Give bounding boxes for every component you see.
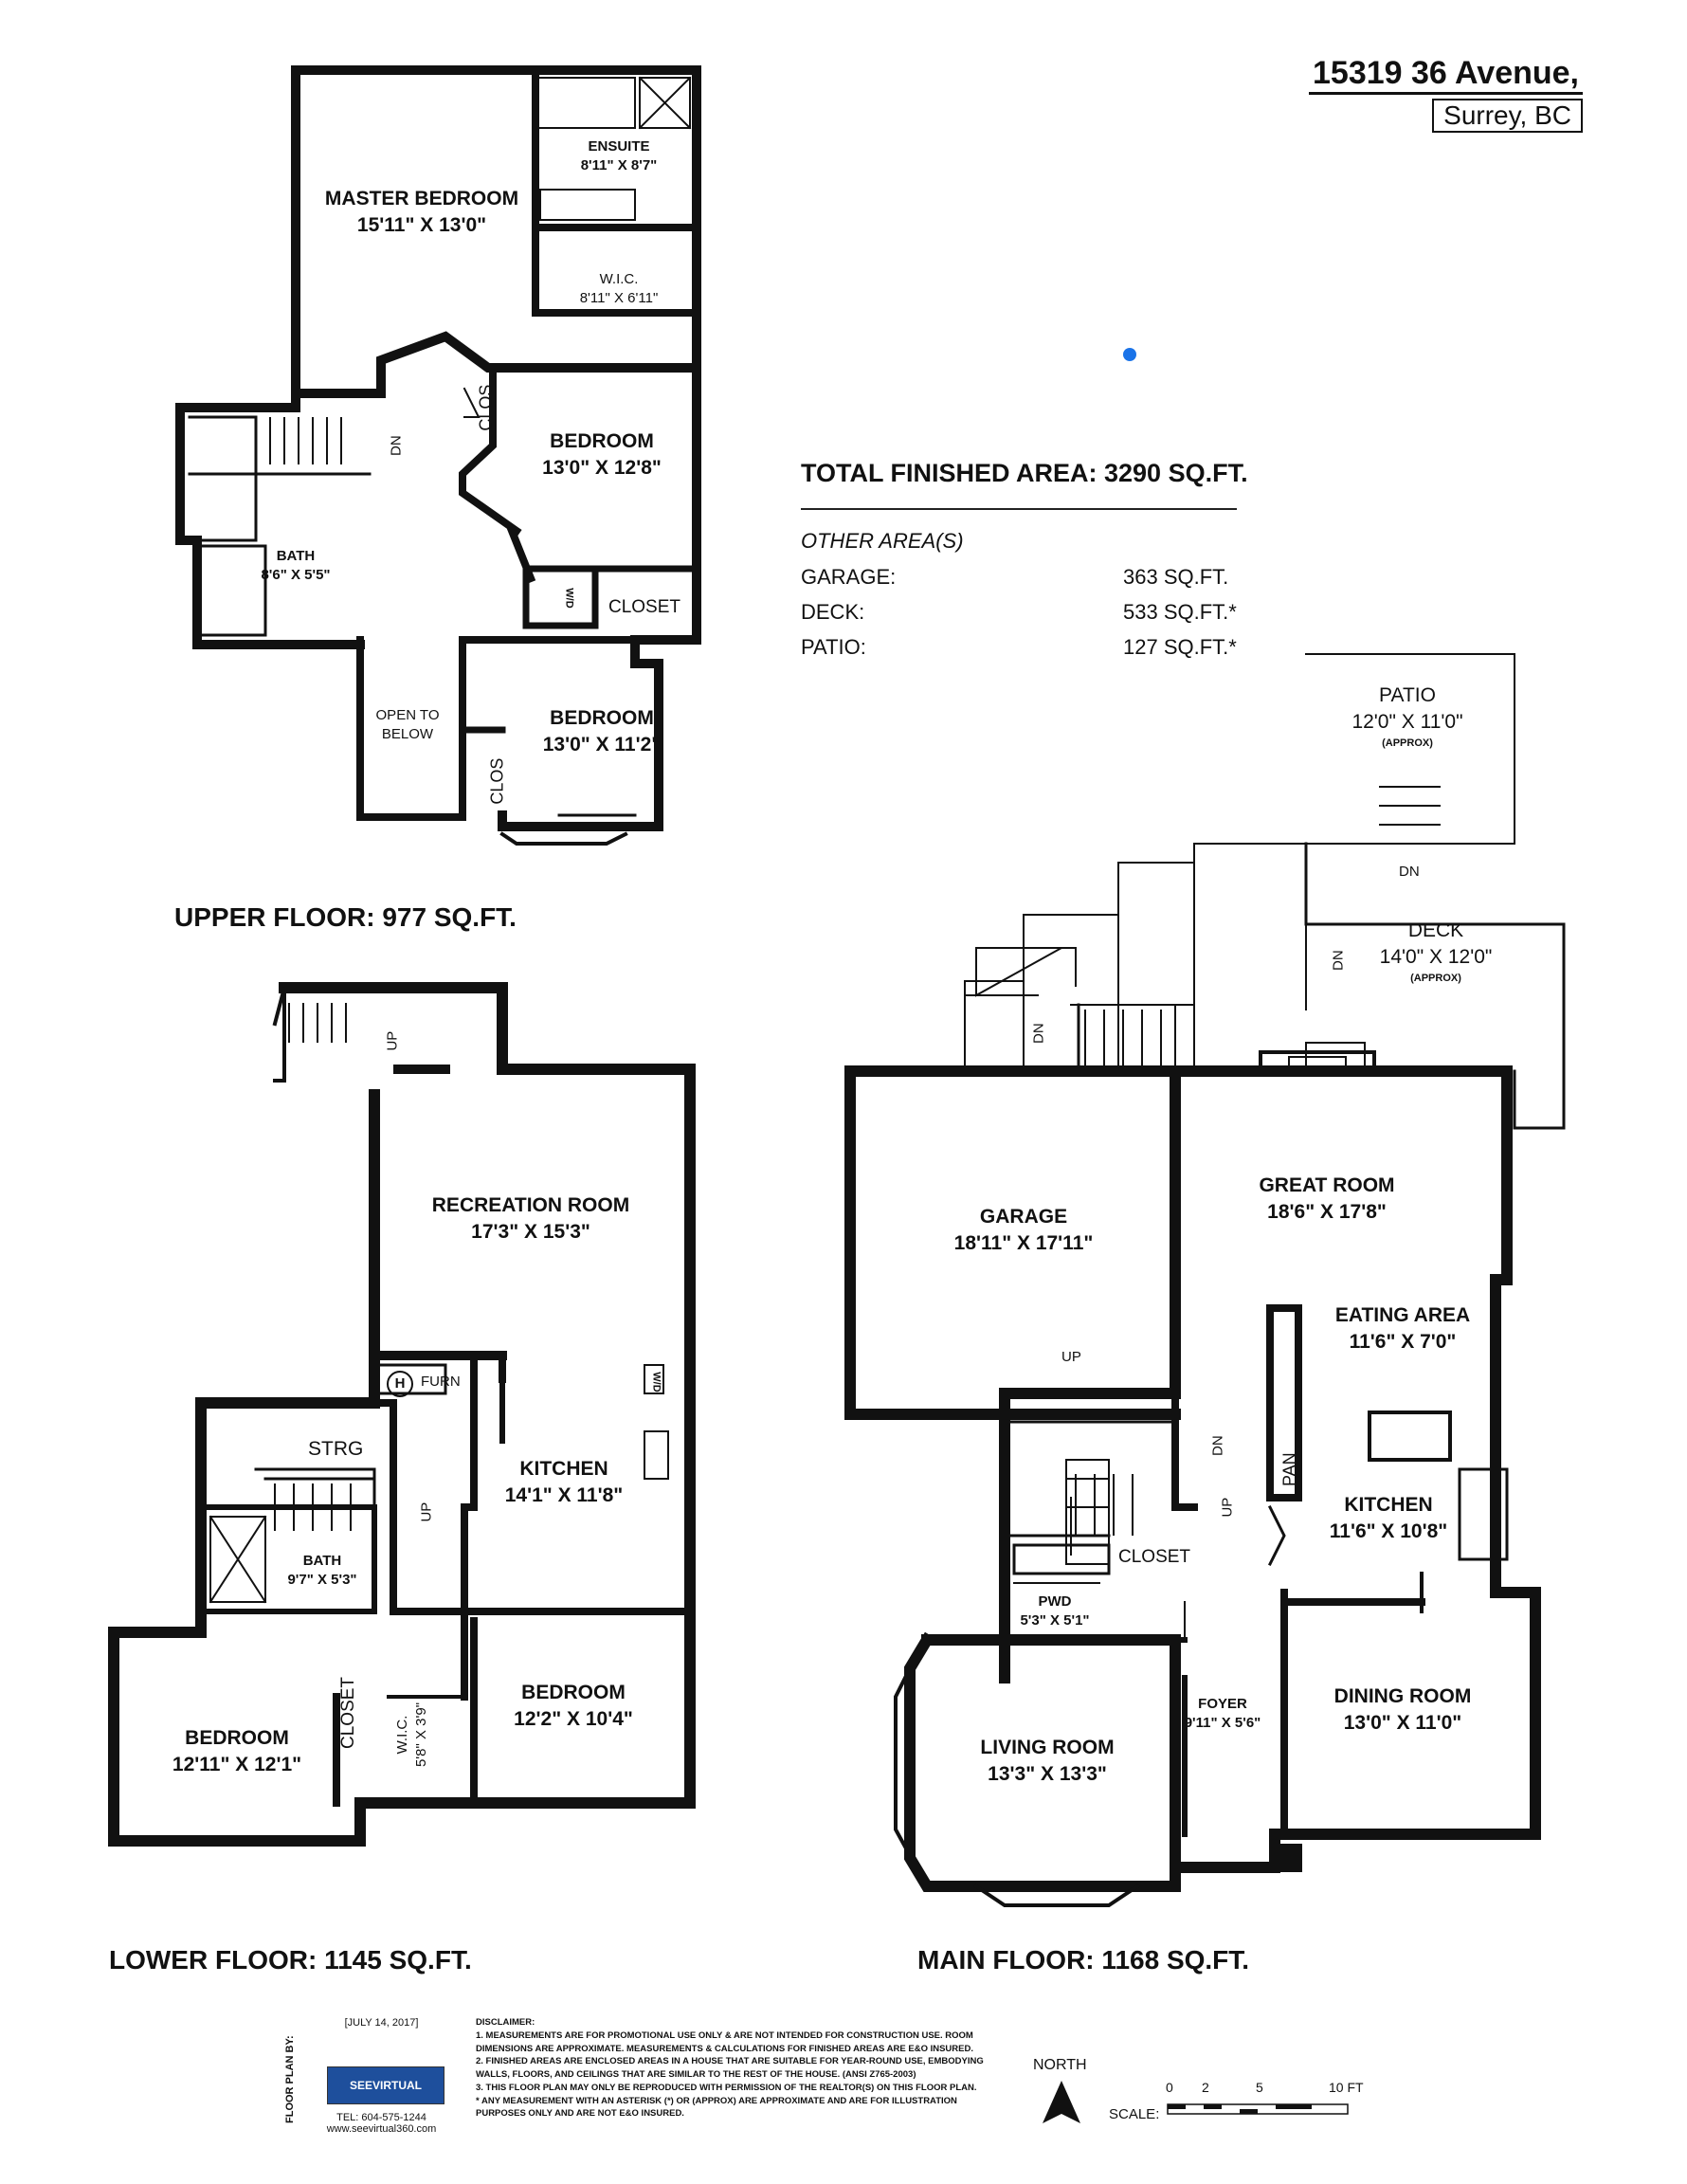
bay-window <box>973 1884 1140 1907</box>
area-label: DECK: <box>801 600 865 624</box>
credit-web: www.seevirtual360.com <box>326 2123 437 2135</box>
address-city: Surrey, BC <box>1432 99 1583 133</box>
main-floor-label: MAIN FLOOR: 1168 SQ.FT. <box>917 1945 1250 1975</box>
stair-dn-label: DN <box>1209 1435 1226 1456</box>
divider <box>801 508 1237 510</box>
area-value: 127 SQ.FT.* <box>1123 635 1237 659</box>
washer-dryer-label: W/D <box>650 1372 662 1392</box>
stair-up-label: UP <box>1061 1349 1081 1365</box>
area-row: DECK: 533 SQ.FT.* <box>801 600 1237 635</box>
column <box>1276 1844 1302 1872</box>
storage-label: STRG <box>308 1438 364 1460</box>
stair-dn-label: DN <box>1030 1023 1047 1044</box>
credit-tel: TEL: 604-575-1244 <box>336 2112 426 2123</box>
closet-label: CLOSET <box>608 597 681 617</box>
stair-dn-label: DN <box>388 435 405 456</box>
pantry-label: PAN <box>1279 1452 1299 1486</box>
lower-floor-walls <box>108 982 696 1847</box>
room-wic-lower: W.I.C.5'8" X 3'9" <box>394 1702 430 1768</box>
stairs <box>269 417 1441 1536</box>
address-street: 15319 36 Avenue, <box>1309 55 1583 95</box>
area-label: PATIO: <box>801 635 866 659</box>
stair-dn-label: DN <box>1330 950 1347 971</box>
disclaimer-title: DISCLAIMER: <box>476 2017 535 2028</box>
closet-label: CLOSET <box>338 1676 358 1749</box>
disclaimer-line: 3. THIS FLOOR PLAN MAY ONLY BE REPRODUCE… <box>476 2082 977 2093</box>
bay-window <box>499 831 628 846</box>
open-to-below-label: OPEN TO BELOW <box>375 707 440 743</box>
plan-date: [JULY 14, 2017] <box>344 2017 419 2029</box>
upper-floor-walls <box>175 65 701 831</box>
stair-up-label: UP <box>418 1502 435 1522</box>
other-areas: OTHER AREA(S) GARAGE: 363 SQ.FT. DECK: 533… <box>801 529 1237 670</box>
credit-block: [JULY 14, 2017] <box>317 2017 445 2029</box>
seevirtual-logo: SEEVIRTUAL <box>327 2066 444 2104</box>
area-row: PATIO: 127 SQ.FT.* <box>801 635 1237 670</box>
bay-window <box>894 1665 930 1889</box>
north-label: NORTH <box>1033 2057 1087 2073</box>
scale-tick: 0 <box>1166 2080 1173 2095</box>
address-block: 15319 36 Avenue, Surrey, BC <box>1309 55 1583 133</box>
disclaimer-line: 2. FINISHED AREAS ARE ENCLOSED AREAS IN … <box>476 2056 984 2081</box>
location-dot <box>1123 348 1136 361</box>
disclaimer-line: 1. MEASUREMENTS ARE FOR PROMOTIONAL USE … <box>476 2029 973 2054</box>
lower-floor-label: LOWER FLOOR: 1145 SQ.FT. <box>109 1945 472 1975</box>
total-finished-area: TOTAL FINISHED AREA: 3290 SQ.FT. <box>801 459 1248 487</box>
disclaimer: DISCLAIMER: 1. MEASUREMENTS ARE FOR PROM… <box>476 2016 1007 2120</box>
stair-dn-label: DN <box>1399 864 1420 880</box>
floor-plan-by-label: FLOOR PLAN BY: <box>284 2035 296 2123</box>
scale-tick: 10 FT <box>1329 2080 1364 2095</box>
upper-floor-label: UPPER FLOOR: 977 SQ.FT. <box>174 902 517 932</box>
scale-bar <box>1167 2103 1349 2115</box>
north-arrow-icon <box>1043 2081 1080 2123</box>
area-value: 363 SQ.FT. <box>1123 565 1229 589</box>
room-wic: W.I.C.8'11" X 6'11" <box>579 271 659 307</box>
scale-label: SCALE: <box>1109 2106 1160 2122</box>
washer-dryer-label: W/D <box>563 588 575 609</box>
scale-tick: 5 <box>1256 2080 1263 2095</box>
stair-up-label: UP <box>1219 1497 1236 1518</box>
other-areas-heading: OTHER AREA(S) <box>801 529 964 553</box>
clos-label: CLOS <box>487 757 507 805</box>
closet-label: CLOSET <box>1118 1547 1191 1567</box>
area-value: 533 SQ.FT.* <box>1123 600 1237 624</box>
furnace-label: FURN <box>421 1374 461 1390</box>
credit-contact: TEL: 604-575-1244 www.seevirtual360.com <box>317 2112 445 2135</box>
disclaimer-line: * ANY MEASUREMENT WITH AN ASTERISK (*) O… <box>476 2095 957 2120</box>
area-label: GARAGE: <box>801 565 897 589</box>
area-row: GARAGE: 363 SQ.FT. <box>801 565 1237 600</box>
heater-icon: H <box>387 1371 413 1397</box>
scale-tick: 2 <box>1202 2080 1209 2095</box>
clos-label: CLOS <box>476 384 496 431</box>
stair-up-label: UP <box>384 1030 401 1051</box>
